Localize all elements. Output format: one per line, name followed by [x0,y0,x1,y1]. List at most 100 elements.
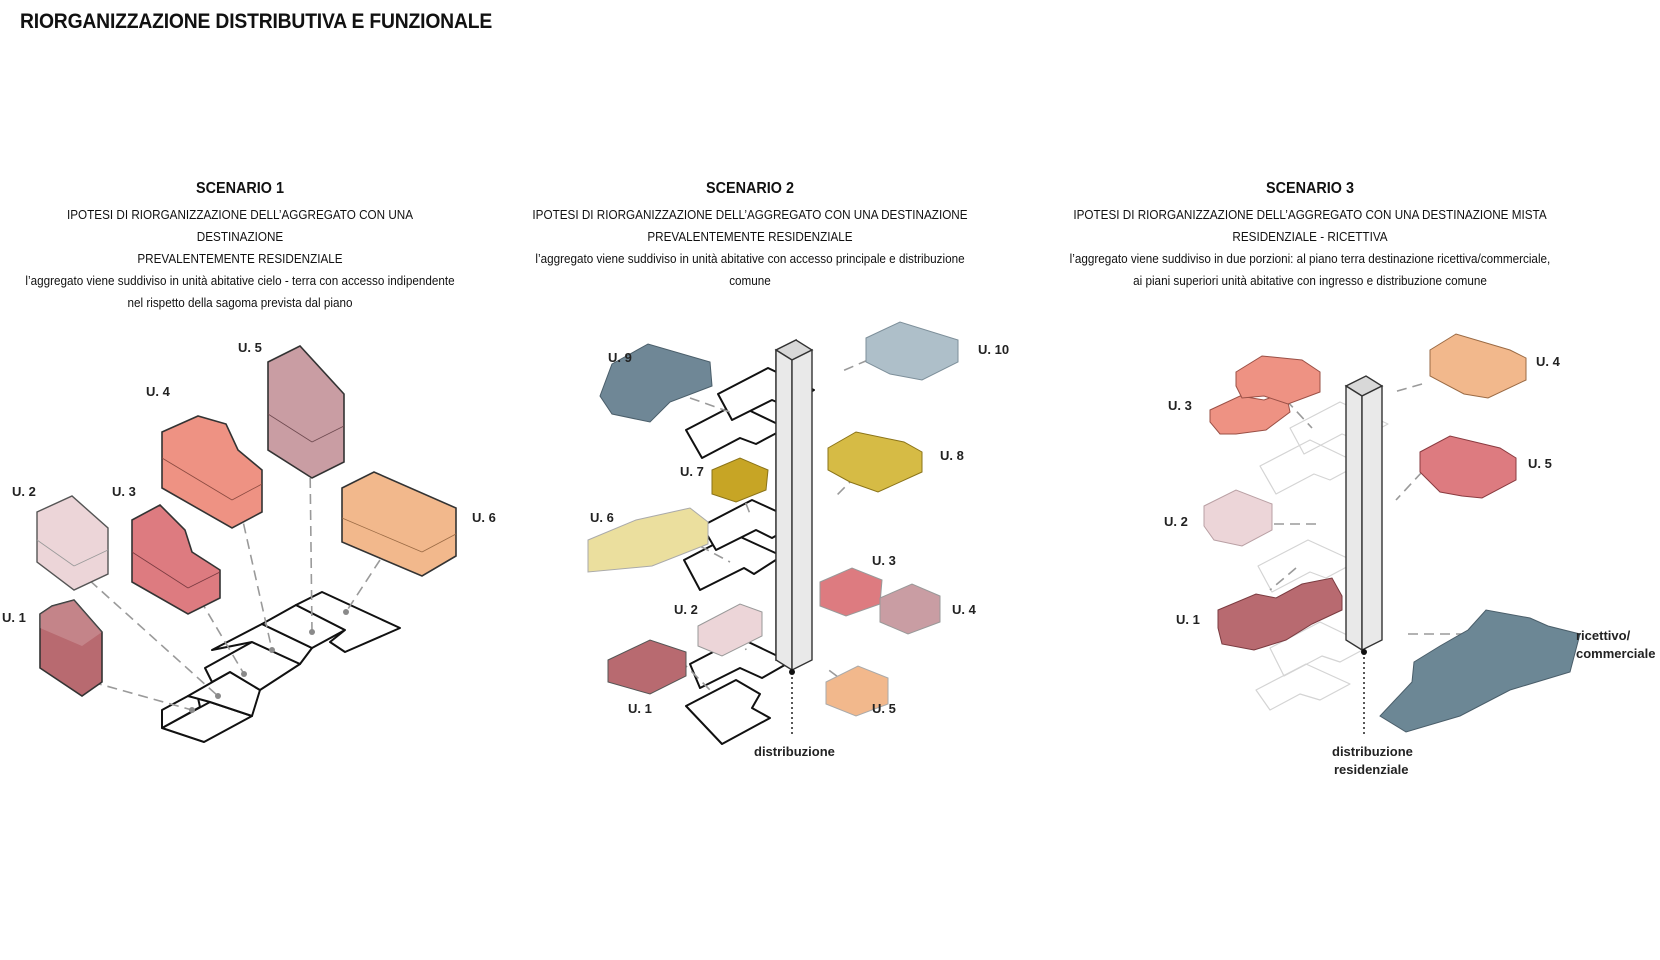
unit-label: U. 8 [940,448,964,463]
scenario-1-diagram: U. 1 U. 2 U. 3 U. 4 U. 5 U. 6 [2,340,496,743]
connector-line [91,681,193,711]
scenario-description: nel rispetto della sagoma prevista dal p… [127,295,353,310]
connector-line [839,359,869,373]
scenario-description: l’aggregato viene suddiviso in due porzi… [1069,251,1551,266]
unit-u7-volume [711,457,769,503]
unit-u6-volume [341,471,457,577]
floor-plan [685,679,771,745]
unit-u9-volume [599,343,713,423]
unit-u1-volume [1217,577,1343,651]
shaft-front [1345,384,1363,652]
plan-cell [295,591,401,653]
commercial-volume [1379,609,1581,733]
unit-label: U. 3 [112,484,136,499]
scenario-subtitle: PREVALENTEMENTE RESIDENZIALE [647,229,853,244]
shaft-label: residenziale [1334,762,1408,777]
scenario-subtitle: IPOTESI DI RIORGANIZZAZIONE DELL’AGGREGA… [1073,207,1547,222]
shaft-dot [789,669,795,675]
connector-line [1269,567,1297,591]
shaft-label: distribuzione [754,744,835,759]
floor-plan [1259,439,1361,495]
connector-line [239,507,273,651]
scenario-description: l’aggregato viene suddiviso in unità abi… [25,273,455,288]
connector-line [1395,471,1423,501]
floor-plan [1255,663,1351,711]
shaft-label: distribuzione [1332,744,1413,759]
unit-label: U. 1 [2,610,26,625]
unit-label: U. 7 [680,464,704,479]
shaft-front [791,348,813,672]
floor-plan [1257,539,1357,593]
connector-line [689,397,731,413]
unit-label: U. 2 [674,602,698,617]
unit-u3-volume [819,567,883,617]
anchor-dot [215,693,221,699]
unit-u1-volume [39,599,103,697]
plan-cell [211,623,313,665]
unit-u3-volume [1209,391,1291,435]
unit-label: U. 3 [1168,398,1192,413]
unit-u1-volume [607,639,687,695]
shaft-front [775,348,793,672]
anchor-dot [269,647,275,653]
unit-u5-volume [1419,435,1517,499]
unit-u2-volume [697,603,763,657]
scenario-subtitle: IPOTESI DI RIORGANIZZAZIONE DELL’AGGREGA… [66,207,414,244]
unit-label: U. 5 [238,340,262,355]
scenario-subtitle: RESIDENZIALE - RICETTIVA [1232,229,1388,244]
unit-label: U. 10 [978,342,1009,357]
connector-line [1393,383,1423,393]
unit-label: U. 2 [1164,514,1188,529]
scenario-3-diagram: U. 1 U. 2 U. 3 U. 4 U. 5 ricettivo/ comm… [1164,333,1656,777]
unit-u2-volume [1203,489,1273,547]
unit-label: U. 4 [1536,354,1561,369]
unit-label: U. 4 [146,384,171,399]
unit-u10-volume [865,321,959,381]
scenario-title: SCENARIO 1 [195,180,285,197]
anchor-dot [241,671,247,677]
unit-label: U. 6 [472,510,496,525]
connector-line [699,545,731,563]
distribution-shaft [774,338,814,672]
scenario-2-header: SCENARIO 2 IPOTESI DI RIORGANIZZAZIONE D… [525,180,975,292]
unit-u4-volume [1429,333,1527,399]
unit-u2-volume [36,495,109,591]
ground-plan [161,591,401,743]
unit-u4-volume [879,583,941,635]
scenario-3-header: SCENARIO 3 IPOTESI DI RIORGANIZZAZIONE D… [1058,180,1562,292]
anchor-dot [309,629,315,635]
connector-line [345,559,381,613]
scenario-2-diagram: U. 1 U. 2 U. 3 U. 4 U. 5 U. 6 U. 7 U. 8 … [587,321,1009,759]
scenario-description: ai piani superiori unità abitative con i… [1133,273,1487,288]
unit-u3-volume [1235,355,1321,405]
ground-label: commerciale [1576,646,1656,661]
unit-label: U. 5 [872,701,896,716]
unit-u6-volume [587,507,709,573]
distribution-shaft [1344,375,1384,652]
unit-label: U. 9 [608,350,632,365]
anchor-dot [343,609,349,615]
unit-label: U. 4 [952,602,977,617]
connector-line [309,461,313,633]
page-title: RIORGANIZZAZIONE DISTRIBUTIVA E FUNZIONA… [20,10,493,33]
unit-u8-volume [827,431,923,493]
unit-label: U. 5 [1528,456,1552,471]
unit-label: U. 1 [628,701,652,716]
unit-label: U. 1 [1176,612,1200,627]
unit-label: U. 3 [872,553,896,568]
scenario-description: l’aggregato viene suddiviso in unità abi… [535,251,965,288]
unit-u5-volume [267,345,345,479]
shaft-dot [1361,649,1367,655]
unit-u3-volume [131,504,221,615]
scenario-1-header: SCENARIO 1 IPOTESI DI RIORGANIZZAZIONE D… [24,180,456,314]
scenario-subtitle: IPOTESI DI RIORGANIZZAZIONE DELL’AGGREGA… [532,207,968,222]
unit-u5-volume [825,665,889,717]
scenario-title: SCENARIO 2 [705,180,795,197]
unit-u4-volume [161,415,263,529]
connector-line [1285,399,1313,429]
ground-label: ricettivo/ [1576,628,1631,643]
floor-plan [1269,621,1371,677]
unit-label: U. 2 [12,484,36,499]
shaft-front [1361,384,1383,652]
